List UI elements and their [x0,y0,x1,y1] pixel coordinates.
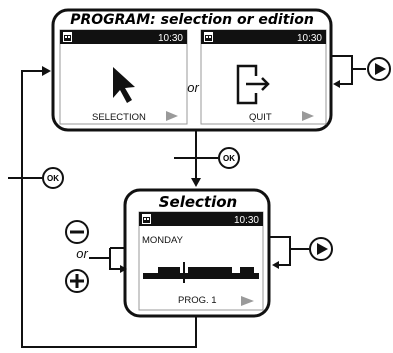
quit-screen-time: 10:30 [297,33,322,44]
return-loop-line [21,70,197,348]
loop-arrowhead [333,80,340,88]
schedule-bar [143,262,259,283]
selection-right-control[interactable] [269,236,333,269]
selection-detail-screen[interactable]: 10:30 MONDAY PROG. 1 [138,211,264,311]
or-connector-side: or [76,246,88,261]
program-right-control[interactable] [331,55,391,88]
calendar-icon [63,32,72,42]
selection-detail-screen-frame [138,211,264,311]
program-right-loop-line [331,55,353,85]
quit-screen-header [201,30,326,44]
right-triangle-icon[interactable] [166,111,178,121]
return-loop: OK [8,66,197,348]
side-controls-left: or [65,220,127,293]
side-loop-arrowhead [120,265,127,273]
ok-transition-arrowhead [191,178,201,187]
or-connector: or [187,80,199,95]
cursor-arrow-icon [113,67,135,103]
quit-screen-label: QUIT [249,112,272,123]
selection-detail-screen-header [139,212,263,226]
program-panel: PROGRAM: selection or edition 10:30 SELE… [51,8,333,132]
program-label: PROG. 1 [178,295,217,306]
day-label: MONDAY [142,235,184,246]
selection-right-loop-line [269,236,291,266]
calendar-icon [142,214,151,224]
selection-screen-time: 10:30 [158,33,183,44]
selection-screen-label: SELECTION [92,112,146,123]
return-ok-label: OK [47,174,59,183]
exit-door-icon [236,64,270,105]
return-loop-arrowhead [42,66,51,76]
selection-panel-title: Selection [159,193,237,211]
calendar-icon [204,32,213,42]
right-arrow-glyph [375,63,386,75]
selection-panel: Selection 10:30 MONDAY PROG. 1 [123,188,271,318]
program-panel-title: PROGRAM: selection or edition [70,12,314,28]
selection-screen[interactable]: 10:30 SELECTION [59,29,188,125]
side-loop-line [109,248,125,270]
quit-screen-frame [200,29,327,125]
ok-button-icon[interactable] [218,147,240,169]
ok-button-icon[interactable] [42,167,64,189]
selection-detail-time: 10:30 [234,215,259,226]
quit-screen[interactable]: 10:30 QUIT [200,29,327,125]
minus-glyph [70,230,84,234]
ok-button-label: OK [223,154,235,163]
right-triangle-icon[interactable] [241,296,254,306]
ok-transition: OK [174,130,240,187]
selection-screen-header [60,30,187,44]
right-triangle-icon[interactable] [302,111,314,121]
current-time-marker [183,262,185,283]
